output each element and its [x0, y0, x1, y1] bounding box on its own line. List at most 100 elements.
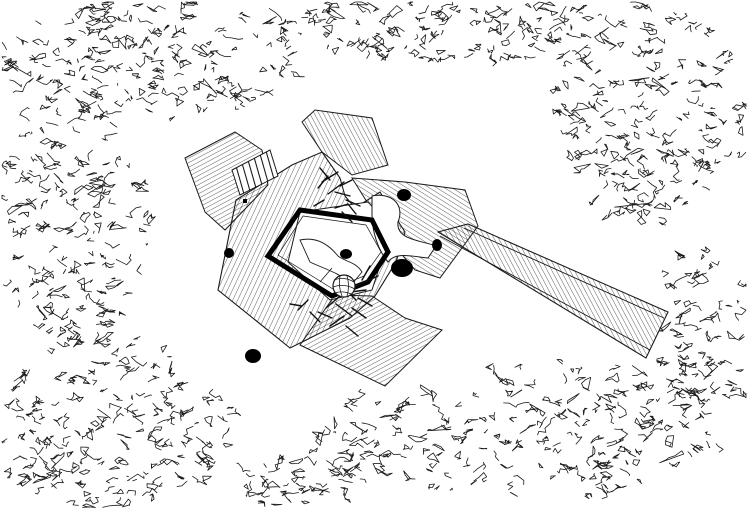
- canopy-outline: [663, 424, 673, 432]
- canopy-outline: [35, 223, 51, 229]
- canopy-outline: [326, 460, 343, 470]
- canopy-outline: [97, 460, 105, 466]
- canopy-outline: [132, 181, 145, 187]
- canopy-outline: [728, 390, 747, 397]
- canopy-outline: [31, 290, 39, 300]
- canopy-outline: [599, 107, 614, 119]
- canopy-outline: [387, 26, 405, 37]
- canopy-outline: [260, 475, 266, 482]
- canopy-outline: [95, 27, 108, 34]
- canopy-outline: [388, 27, 396, 34]
- canopy-outline: [532, 1, 545, 12]
- canopy-outline: [78, 109, 86, 121]
- canopy-outline: [99, 34, 112, 44]
- canopy-outline: [668, 462, 678, 467]
- canopy-outline: [96, 308, 109, 318]
- canopy-outline: [64, 69, 75, 77]
- canopy-outline: [649, 415, 655, 422]
- canopy-outline: [29, 54, 37, 61]
- canopy-outline: [699, 316, 714, 323]
- canopy-outline: [37, 74, 42, 81]
- canopy-outline: [666, 149, 685, 158]
- canopy-outline: [642, 208, 651, 217]
- canopy-outline: [91, 46, 102, 55]
- nest-sphere: [332, 274, 356, 298]
- canopy-outline: [349, 1, 369, 6]
- canopy-outline: [407, 434, 428, 443]
- canopy-outline: [84, 262, 96, 266]
- canopy-outline: [90, 420, 100, 427]
- canopy-outline: [689, 392, 705, 405]
- canopy-outline: [66, 335, 72, 342]
- canopy-outline: [617, 20, 628, 28]
- canopy-outline: [101, 1, 114, 4]
- canopy-outline: [602, 483, 609, 490]
- canopy-outline: [63, 435, 71, 443]
- canopy-outline: [667, 382, 680, 390]
- canopy-outline: [207, 99, 214, 101]
- canopy-outline: [690, 443, 701, 451]
- canopy-outline: [87, 369, 96, 375]
- canopy-outline: [595, 475, 607, 486]
- canopy-outline: [655, 398, 661, 403]
- canopy-outline: [734, 387, 747, 399]
- canopy-outline: [96, 416, 109, 423]
- canopy-outline: [604, 15, 625, 28]
- canopy-outline: [215, 50, 232, 57]
- canopy-outline: [49, 287, 54, 292]
- canopy-outline: [46, 291, 63, 299]
- canopy-outline: [74, 225, 89, 238]
- canopy-outline: [279, 490, 299, 497]
- canopy-outline: [192, 475, 208, 486]
- canopy-outline: [366, 449, 401, 458]
- canopy-outline: [166, 458, 180, 465]
- canopy-outline: [637, 192, 649, 203]
- canopy-outline: [373, 32, 381, 38]
- canopy-outline: [195, 436, 210, 449]
- canopy-outline: [378, 15, 391, 25]
- canopy-outline: [87, 184, 104, 198]
- canopy-outline: [709, 381, 714, 391]
- canopy-outline: [574, 432, 583, 445]
- canopy-outline: [18, 211, 30, 218]
- canopy-outline: [274, 454, 285, 470]
- canopy-outline: [374, 401, 382, 406]
- canopy-outline: [1, 41, 7, 50]
- canopy-outline: [181, 406, 195, 416]
- canopy-outline: [525, 406, 539, 413]
- canopy-outline: [706, 356, 714, 364]
- canopy-outline: [552, 447, 562, 454]
- canopy-outline: [552, 18, 566, 26]
- canopy-outline: [700, 253, 705, 260]
- canopy-outline: [197, 51, 215, 58]
- canopy-outline: [698, 161, 704, 172]
- canopy-outline: [222, 442, 234, 448]
- canopy-outline: [631, 365, 648, 377]
- canopy-outline: [434, 15, 447, 21]
- canopy-outline: [517, 23, 526, 30]
- canopy-outline: [432, 404, 447, 422]
- canopy-outline: [434, 30, 440, 38]
- canopy-outline: [286, 20, 298, 25]
- canopy-outline: [608, 80, 618, 89]
- canopy-outline: [333, 431, 337, 434]
- canopy-outline: [488, 5, 513, 14]
- canopy-outline: [261, 481, 269, 488]
- canopy-outline: [680, 403, 693, 410]
- canopy-outline: [50, 454, 60, 460]
- canopy-outline: [575, 46, 586, 55]
- canopy-outline: [261, 487, 270, 498]
- canopy-outline: [728, 51, 733, 58]
- canopy-outline: [104, 242, 120, 249]
- canopy-outline: [66, 199, 78, 211]
- canopy-outline: [653, 61, 661, 71]
- canopy-outline: [173, 381, 189, 388]
- canopy-outline: [79, 304, 84, 309]
- canopy-outline: [714, 70, 723, 76]
- canopy-outline: [143, 223, 151, 226]
- canopy-outline: [375, 44, 382, 57]
- canopy-outline: [573, 163, 591, 174]
- canopy-outline: [108, 198, 116, 205]
- canopy-outline: [76, 277, 86, 292]
- canopy-outline: [97, 331, 114, 344]
